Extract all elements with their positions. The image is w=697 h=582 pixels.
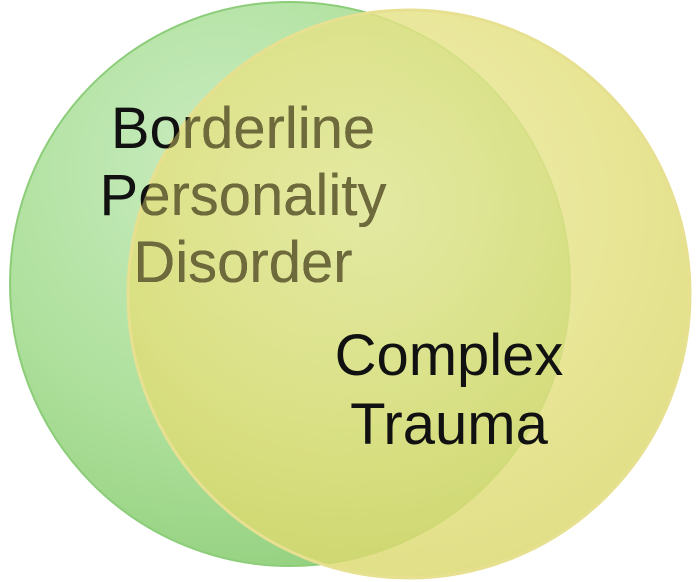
set-label-line-2: Personality [100, 163, 387, 228]
set-label-complex-trauma: Complex Trauma [335, 323, 564, 457]
set-circle-complex-trauma [126, 8, 692, 580]
set-label-line-3: Disorder [133, 230, 352, 295]
set-label-line-2-overlap: Personality [100, 163, 387, 228]
set-label-line-1: Borderline [111, 96, 375, 161]
set-label-line-3-overlap: Disorder [133, 230, 352, 295]
set-label-overlap-tint: Borderline Personality Disorder [100, 96, 387, 295]
set-label-line-1: Complex [335, 323, 564, 388]
set-label-borderline-personality-disorder: Borderline Personality Disorder [100, 96, 387, 295]
set-label-line-2: Trauma [350, 392, 548, 457]
